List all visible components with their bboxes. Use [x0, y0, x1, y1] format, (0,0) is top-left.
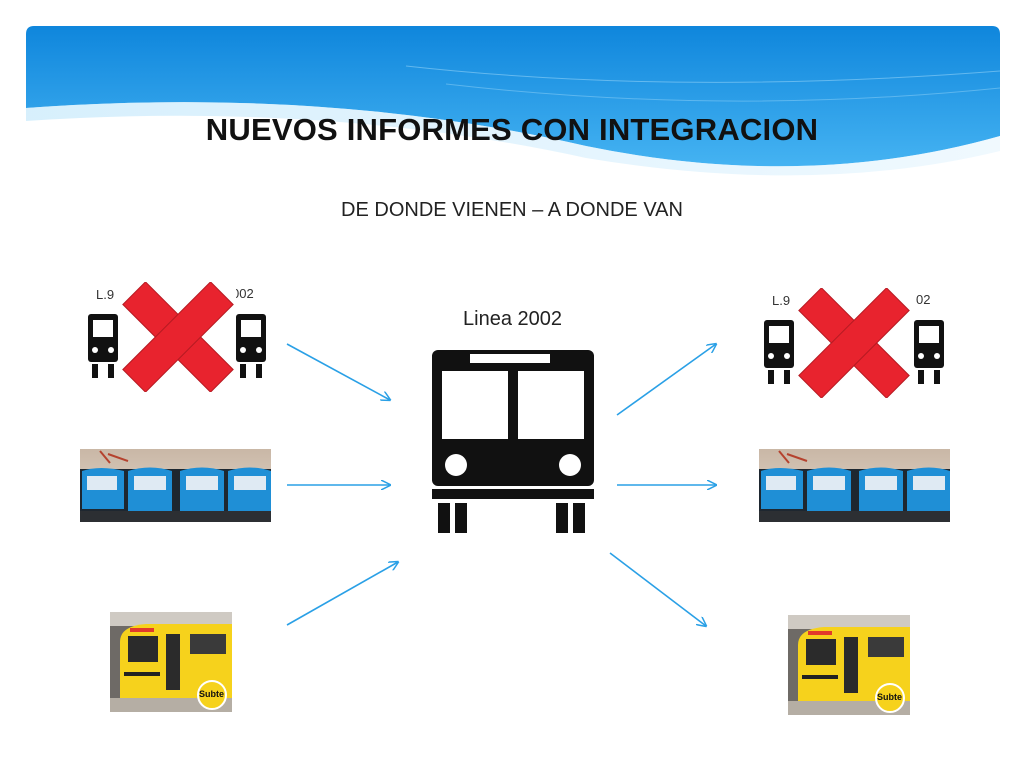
arrow-center-to-subte: [609, 552, 706, 626]
page-title: NUEVOS INFORMES CON INTEGRACION: [205, 112, 819, 147]
center-line-label: Linea 2002: [463, 308, 562, 330]
commuter-train-photo: [80, 449, 271, 522]
arrow-subte-to-center: [286, 562, 398, 626]
subte-badge: Subte: [877, 692, 903, 702]
central-bus-icon: [432, 350, 594, 533]
origin-right-line-label: 002: [232, 286, 254, 301]
bus-icon: [236, 314, 266, 378]
bus-icon: [764, 320, 794, 384]
commuter-train-photo: [759, 449, 950, 522]
arrow-bus-to-center: [286, 343, 390, 400]
subte-badge: Subte: [199, 689, 225, 699]
cross-icon: [120, 282, 236, 392]
destination-bus-group: L.9 02: [760, 288, 950, 400]
arrow-center-to-bus: [616, 344, 716, 416]
destination-right-line-label: 02: [916, 292, 931, 307]
cross-icon: [796, 288, 912, 398]
subte-train-graphic: [788, 615, 910, 715]
page-subtitle: DE DONDE VIENEN – A DONDE VAN: [341, 199, 683, 221]
bus-icon: [88, 314, 118, 378]
origin-left-line-label: L.9: [96, 287, 115, 302]
subte-train-graphic: [110, 612, 232, 712]
subte-train-photo: Subte: [788, 615, 910, 715]
subte-train-photo: Subte: [110, 612, 232, 712]
bus-icon: [914, 320, 944, 384]
destination-left-line-label: L.9: [772, 293, 791, 308]
header-banner: [26, 26, 1000, 176]
origin-bus-group: L.9 002: [82, 282, 272, 394]
